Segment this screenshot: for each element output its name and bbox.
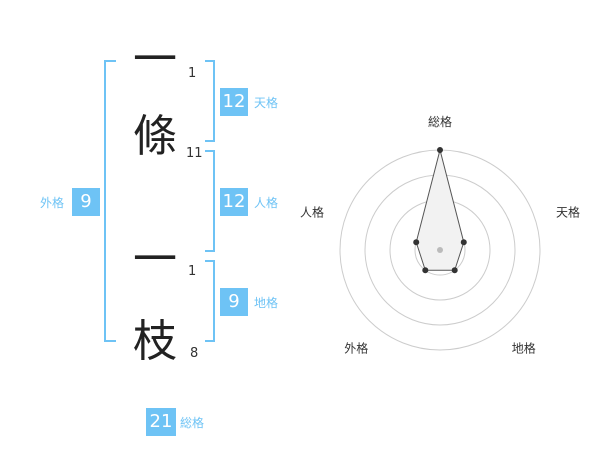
radar-axis-label-4: 外格	[344, 341, 368, 356]
radar-point-1	[437, 147, 443, 153]
gaikaku-value-badge: 9	[72, 188, 100, 216]
stroke-count-2: 11	[186, 146, 203, 161]
radar-axis-label-1: 総格	[428, 114, 452, 129]
chikaku-bracket	[205, 260, 215, 342]
name-char-1: 一	[133, 34, 177, 85]
stroke-count-1: 1	[188, 66, 197, 81]
radar-point-3	[451, 267, 458, 274]
chikaku-value-badge: 9	[220, 288, 248, 316]
radar-axis-label-2: 天格	[556, 204, 580, 219]
stroke-count-4: 8	[190, 346, 199, 361]
stroke-count-3: 1	[188, 264, 197, 279]
radar-axis-label-3: 地格	[512, 341, 536, 356]
tenkaku-label: 天格	[254, 96, 279, 110]
radar-point-4	[422, 267, 429, 274]
radar-point-2	[460, 239, 467, 246]
gaikaku-label: 外格	[40, 196, 65, 210]
soukaku-label: 総格	[180, 416, 205, 430]
chikaku-label: 地格	[254, 296, 279, 310]
jinkaku-bracket	[205, 150, 215, 252]
name-char-3: 一	[133, 234, 177, 285]
radar-point-5	[413, 239, 420, 246]
radar-axis-label-5: 人格	[300, 204, 324, 219]
name-char-4: 枝	[133, 316, 177, 367]
name-char-2: 條	[133, 111, 177, 162]
tenkaku-bracket	[205, 60, 215, 142]
radar-series-area	[415, 149, 465, 271]
soukaku-value-badge: 21	[146, 408, 176, 436]
jinkaku-value-badge: 12	[220, 188, 248, 216]
tenkaku-value-badge: 12	[220, 88, 248, 116]
jinkaku-label: 人格	[254, 196, 279, 210]
radar-center-dot	[437, 247, 443, 253]
gaikaku-bracket	[104, 60, 116, 342]
